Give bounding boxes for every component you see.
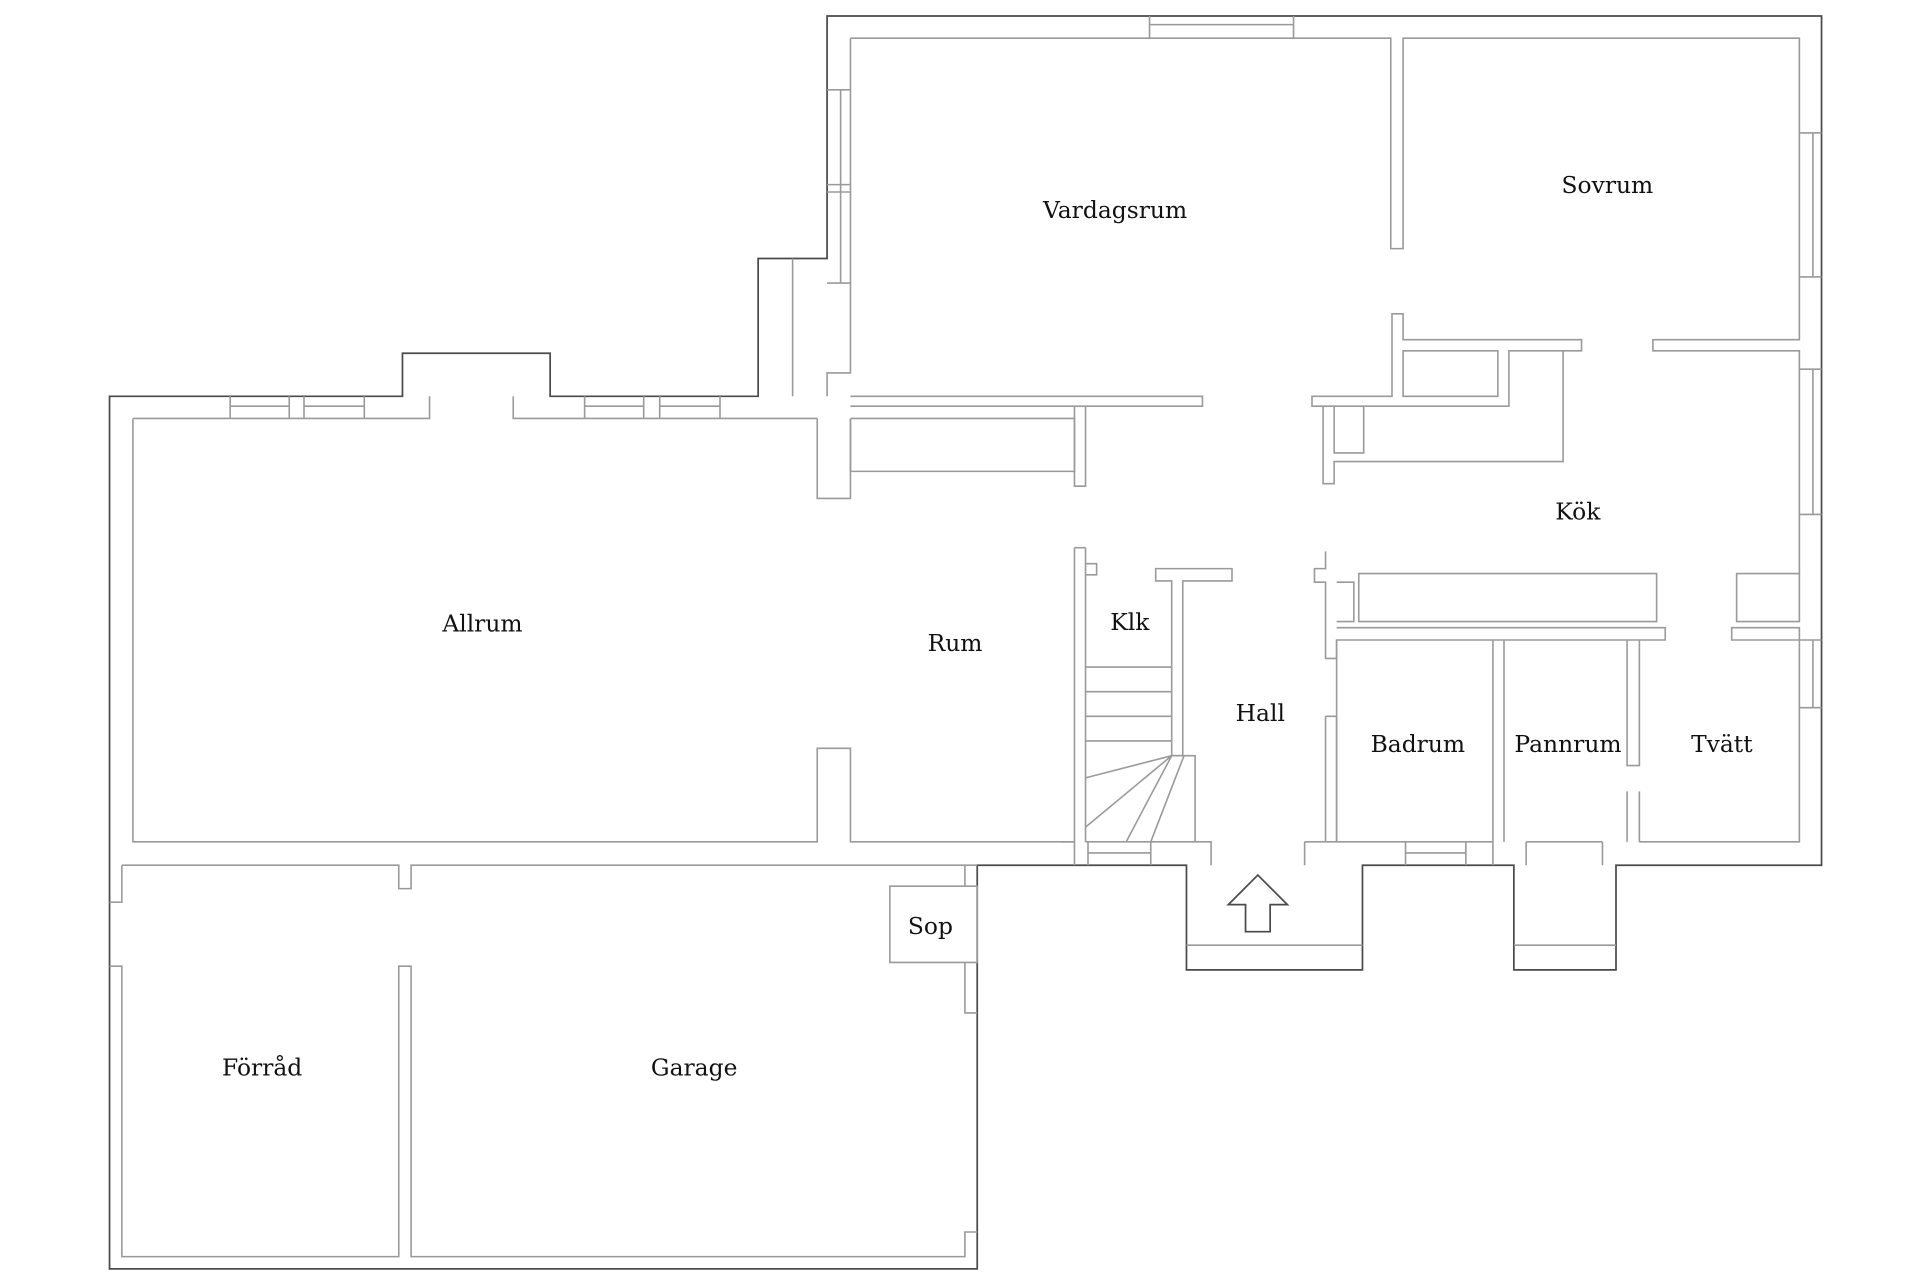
room-label-klk: Klk xyxy=(1110,608,1150,636)
room-label-kok: Kök xyxy=(1555,497,1601,525)
room-label-hall: Hall xyxy=(1236,699,1285,727)
room-label-pannrum: Pannrum xyxy=(1514,730,1621,758)
room-label-allrum: Allrum xyxy=(441,609,522,637)
room-labels: Vardagsrum Sovrum Kök Allrum Rum Klk Hal… xyxy=(222,171,1753,1081)
room-label-sop: Sop xyxy=(908,912,953,940)
room-label-vardagsrum: Vardagsrum xyxy=(1042,196,1187,224)
arrow-up-icon xyxy=(1226,873,1290,933)
room-label-badrum: Badrum xyxy=(1371,730,1465,758)
inner-walls xyxy=(109,16,1822,1258)
room-label-rum: Rum xyxy=(928,629,983,657)
room-label-tvatt: Tvätt xyxy=(1691,730,1753,758)
room-label-forrad: Förråd xyxy=(222,1053,302,1082)
room-label-garage: Garage xyxy=(651,1054,738,1082)
room-label-sovrum: Sovrum xyxy=(1562,171,1654,199)
